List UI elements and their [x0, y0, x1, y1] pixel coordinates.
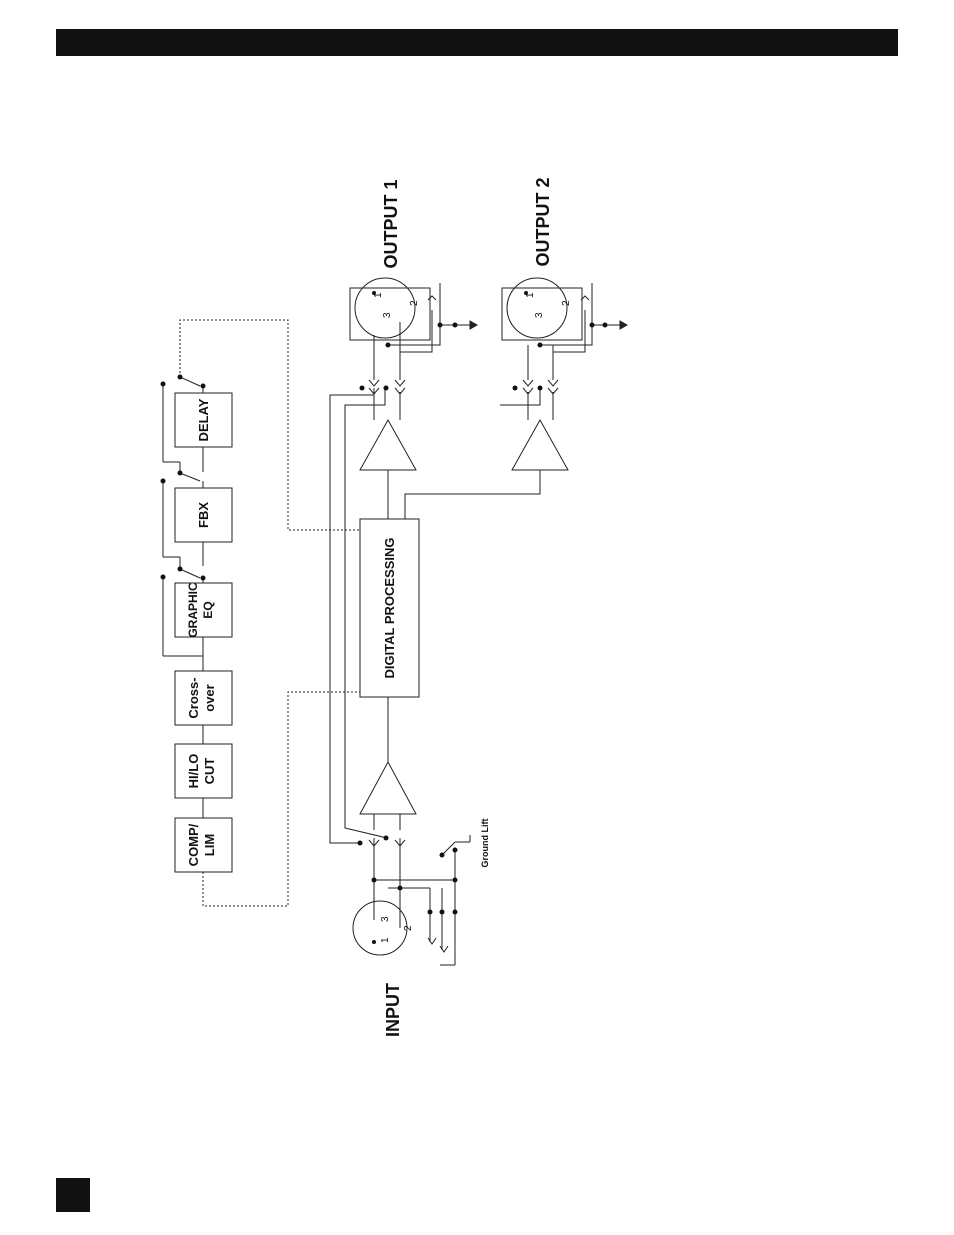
- output1-xlr-jack: [355, 278, 415, 338]
- graphic-eq-label-2: EQ: [201, 601, 215, 618]
- hilo-cut-label-1: HI/LO: [186, 754, 201, 789]
- output1-amplifier: [360, 420, 416, 470]
- output1-label: OUTPUT 1: [381, 179, 401, 268]
- delay-label: DELAY: [196, 398, 211, 441]
- graphic-eq-label-1: GRAPHIC: [186, 582, 200, 638]
- crossover-label-1: Cross-: [186, 677, 201, 718]
- output2-pin-1: 1: [525, 292, 536, 298]
- output1-pin-1: 1: [373, 292, 384, 298]
- fbx-label: FBX: [196, 502, 211, 528]
- hilo-cut-label-2: CUT: [202, 758, 217, 785]
- output2-label: OUTPUT 2: [533, 177, 553, 266]
- input-amplifier: [360, 762, 416, 814]
- comp-lim-label-2: LIM: [202, 834, 217, 856]
- output2-pin-3: 3: [534, 312, 545, 318]
- ground-lift-label: Ground Lift: [480, 819, 490, 868]
- input-xlr-jack: [353, 901, 407, 955]
- digital-processing-label: DIGITAL PROCESSING: [382, 537, 397, 678]
- input-pin-3: 3: [380, 916, 391, 922]
- output1-pin-2: 2: [409, 300, 420, 306]
- input-pin-1: 1: [380, 937, 391, 943]
- output1-pin-3: 3: [382, 312, 393, 318]
- output2-xlr-jack: [507, 278, 567, 338]
- output2-pin-2: 2: [561, 300, 572, 306]
- input-label: INPUT: [383, 983, 403, 1037]
- output2-amplifier: [512, 420, 568, 470]
- crossover-label-2: over: [202, 684, 217, 711]
- input-pin-2: 2: [403, 925, 414, 931]
- comp-lim-label-1: COMP/: [186, 823, 201, 866]
